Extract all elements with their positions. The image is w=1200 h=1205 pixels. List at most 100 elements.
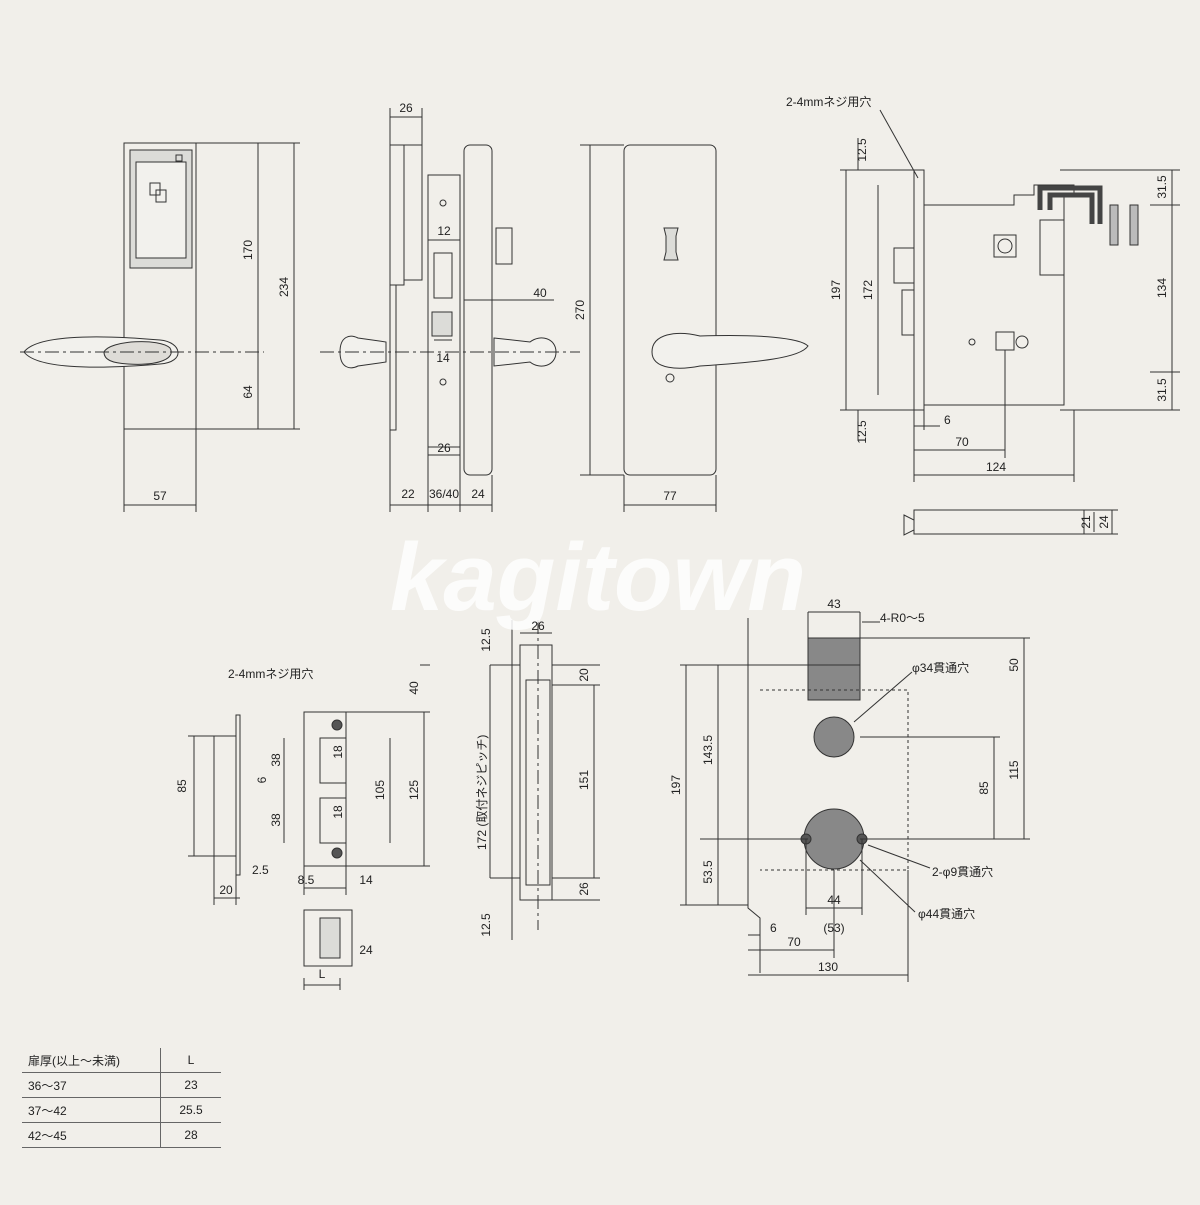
lockcase-top-latch: [903, 514, 915, 536]
dim-side-14: 14: [436, 351, 450, 365]
dim-strike-24: 24: [359, 943, 373, 957]
lockcase-connector-a: [1109, 204, 1119, 246]
front-lever-inner: [103, 341, 172, 365]
dim-fp-151: 151: [577, 770, 591, 790]
dim-side-36-40: 36/40: [429, 487, 459, 501]
cutout-view: [680, 611, 1030, 982]
lock-case-view: [840, 109, 1180, 536]
dim-lc-6: 6: [944, 413, 951, 427]
dim-strike-18-top: 18: [331, 745, 345, 759]
dim-cut-53: (53): [823, 921, 844, 935]
dim-cut-85: 85: [977, 781, 991, 795]
dim-strike-38-top: 38: [269, 753, 283, 767]
table-header-L: L: [160, 1048, 221, 1073]
dim-strike-105: 105: [373, 780, 387, 800]
table-header-row: 扉厚(以上～未満) L: [22, 1048, 221, 1073]
dim-cut-43: 43: [827, 597, 841, 611]
note-pitch: 172 (取付ネジピッチ): [475, 735, 489, 850]
side-deadbolt: [495, 227, 513, 265]
back-plate: [623, 144, 717, 476]
lockcase-follower: [995, 331, 1015, 351]
dim-side-26-top: 26: [399, 101, 413, 115]
table-cell: 42～45: [22, 1122, 161, 1148]
table-cell: 23: [160, 1072, 221, 1098]
dim-lc-12-5-top: 12.5: [855, 138, 869, 162]
cutout-door-edge: [747, 618, 761, 973]
strike-opening-bottom: [319, 797, 347, 844]
dim-strike-38-bottom: 38: [269, 813, 283, 827]
dim-fp-20: 20: [577, 668, 591, 682]
lockcase-latch: [893, 247, 915, 284]
dim-side-24: 24: [471, 487, 485, 501]
table-row: 42～45 28: [22, 1122, 221, 1148]
dim-strike-40: 40: [407, 681, 421, 695]
side-reader-body: [403, 144, 423, 281]
lockcase-connector-b: [1129, 204, 1139, 246]
table-cell: 37～42: [22, 1097, 161, 1123]
note-radius: 4-R0～5: [880, 611, 925, 625]
dim-lc-24: 24: [1097, 515, 1111, 529]
dim-strike-L: L: [319, 967, 326, 981]
front-escutcheon: [123, 142, 197, 430]
dim-lc-31-5-top: 31.5: [1155, 175, 1169, 199]
strike-side-box: [213, 735, 237, 857]
side-reader-profile: [389, 144, 405, 286]
dim-front-57: 57: [153, 489, 167, 503]
dim-cut-197: 197: [669, 775, 683, 795]
dim-strike-6: 6: [255, 776, 269, 783]
side-screw-top-icon: [439, 199, 447, 207]
dim-strike-85: 85: [175, 779, 189, 793]
dim-cut-115: 115: [1007, 760, 1021, 779]
dim-strike-2-5: 2.5: [252, 863, 269, 877]
strike-side-plate: [235, 714, 241, 876]
dim-front-170: 170: [241, 240, 255, 260]
side-latch-slot: [433, 252, 453, 299]
front-plate-view: [489, 620, 600, 940]
note-hole9: 2-φ9貫通穴: [932, 864, 993, 879]
dim-cut-53-5: 53.5: [701, 860, 715, 884]
cutout-hole-44: [803, 808, 865, 870]
back-lever-handle: [651, 332, 809, 369]
note-screw-hole-strike: 2-4mmネジ用穴: [228, 666, 313, 681]
dim-back-270: 270: [573, 300, 587, 320]
note-screw-hole-top: 2-4mmネジ用穴: [786, 94, 871, 109]
thumbturn-icon: [663, 227, 679, 261]
dim-side-22: 22: [401, 487, 415, 501]
dim-strike-14: 14: [359, 873, 373, 887]
dim-cut-44: 44: [827, 893, 841, 907]
dim-strike-125: 125: [407, 780, 421, 800]
door-thickness-table: 扉厚(以上～未満) L 36～37 23 37～42 25.5 42～45 28: [22, 1048, 221, 1148]
dim-cut-143-5: 143.5: [701, 735, 715, 765]
table-cell: 36～37: [22, 1072, 161, 1098]
side-cylinder: [431, 311, 453, 337]
strike-opening-top: [319, 737, 347, 784]
note-hole44: φ44貫通穴: [918, 906, 975, 921]
side-screw-bottom-icon: [439, 378, 447, 386]
dim-strike-18-bottom: 18: [331, 805, 345, 819]
dim-cut-130: 130: [818, 960, 838, 974]
lockcase-body: [923, 184, 1075, 406]
dim-lc-21: 21: [1079, 515, 1093, 529]
dim-fp-26: 26: [531, 619, 545, 633]
dim-fp-12-5-top: 12.5: [479, 628, 493, 652]
strike-screw-bottom-icon: [331, 847, 343, 859]
dim-side-12: 12: [437, 224, 451, 238]
dim-cut-6: 6: [770, 921, 777, 935]
table-row: 37～42 25.5: [22, 1097, 221, 1123]
dim-lc-70: 70: [955, 435, 969, 449]
dim-strike-20: 20: [219, 883, 233, 897]
dim-strike-8-5: 8.5: [298, 873, 315, 887]
dim-lc-134: 134: [1155, 278, 1169, 298]
dim-cut-50: 50: [1007, 658, 1021, 672]
front-view: [20, 142, 300, 512]
table-cell: 28: [160, 1122, 221, 1148]
side-back-plate: [463, 144, 493, 476]
card-symbol-icon: [149, 182, 167, 203]
lockcase-top-view: [913, 509, 1085, 535]
side-lock-case: [427, 174, 461, 456]
dim-front-234: 234: [277, 277, 291, 297]
dim-cut-70: 70: [787, 935, 801, 949]
back-view: [580, 144, 809, 512]
